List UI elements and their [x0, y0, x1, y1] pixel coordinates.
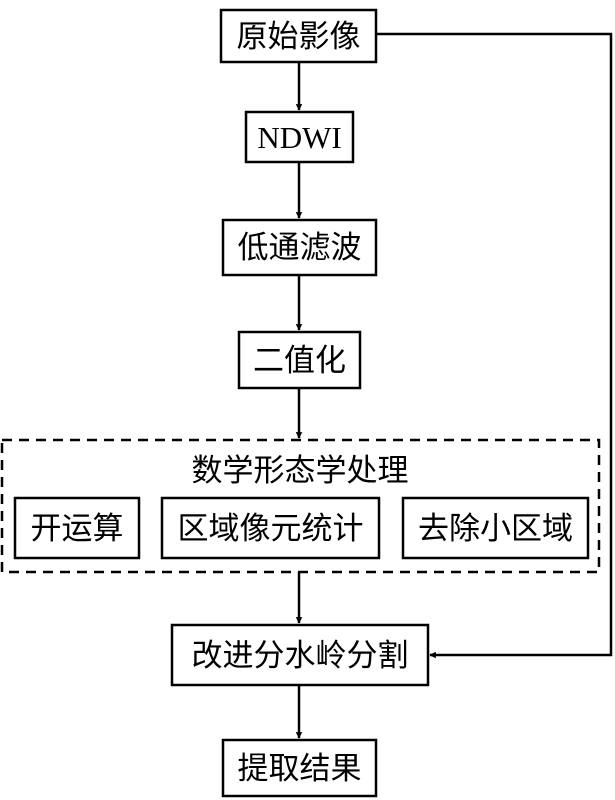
node-opening: 开运算 — [13, 496, 141, 560]
node-original-image: 原始影像 — [219, 8, 378, 64]
node-region-pixel-stats: 区域像元统计 — [160, 496, 381, 560]
node-opening-label: 开运算 — [31, 511, 124, 547]
node-binarization-label: 二值化 — [253, 343, 346, 379]
morphology-group: 数学形态学处理 开运算 区域像元统计 去除小区域 — [0, 438, 601, 574]
node-improved-watershed-label: 改进分水岭分割 — [192, 638, 409, 674]
node-low-pass-filter: 低通滤波 — [221, 218, 378, 277]
node-improved-watershed: 改进分水岭分割 — [170, 623, 430, 687]
node-ndwi-label: NDWI — [257, 120, 341, 155]
arrow-original-to-watershed — [376, 32, 613, 659]
node-extract-result-label: 提取结果 — [238, 751, 362, 787]
node-remove-small-regions-label: 去除小区域 — [418, 511, 573, 547]
node-low-pass-filter-label: 低通滤波 — [238, 230, 362, 266]
node-remove-small-regions: 去除小区域 — [401, 496, 590, 560]
node-binarization: 二值化 — [237, 330, 362, 390]
node-region-pixel-stats-label: 区域像元统计 — [178, 511, 364, 547]
node-ndwi: NDWI — [244, 110, 355, 164]
node-original-image-label: 原始影像 — [237, 19, 361, 55]
node-extract-result: 提取结果 — [221, 738, 378, 798]
morphology-group-title: 数学形态学处理 — [192, 453, 409, 489]
